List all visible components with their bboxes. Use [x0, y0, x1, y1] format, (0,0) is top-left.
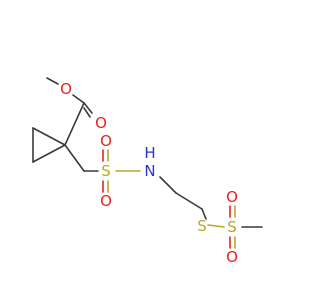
atom-sulfone-o-top: O — [226, 188, 238, 206]
atom-sulfonyl-o-bottom: O — [100, 192, 112, 210]
bond-ethyl — [175, 192, 203, 210]
atom-thio-s: S — [197, 217, 207, 235]
bond-carbonyl-double-2 — [83, 107, 91, 118]
molecule-structure-diagram: O O O S O H N S S O O — [32, 77, 263, 266]
atom-amide-h: H — [144, 144, 155, 162]
atom-sulfonyl-o-top: O — [100, 132, 112, 150]
atom-sulfone-o-bottom: O — [226, 248, 238, 266]
atom-amide-n: N — [144, 162, 155, 180]
bond-ch2-thio-s — [201, 208, 207, 220]
atom-ester-o-double: O — [95, 114, 107, 132]
bond-cyclo-3 — [32, 144, 66, 163]
bond-o-carbonyl — [72, 94, 85, 104]
atom-ester-o-single: O — [60, 80, 72, 98]
atom-sulfonyl-s: S — [101, 162, 111, 180]
bond-carbonyl-double-1 — [83, 102, 93, 114]
atom-sulfone-s: S — [227, 218, 237, 236]
hetero-bonds — [102, 149, 236, 249]
bond-cyclo-1 — [32, 127, 66, 146]
atom-labels: O O O S O H N S S O O — [60, 80, 238, 266]
bond-n-ch2 — [159, 176, 177, 194]
bond-carbonyl-quat — [64, 102, 85, 146]
bonds — [32, 77, 263, 228]
bond-methyl-o — [46, 77, 59, 85]
bond-thio-sulfone — [207, 224, 225, 228]
bond-quat-ch2 — [64, 144, 85, 172]
